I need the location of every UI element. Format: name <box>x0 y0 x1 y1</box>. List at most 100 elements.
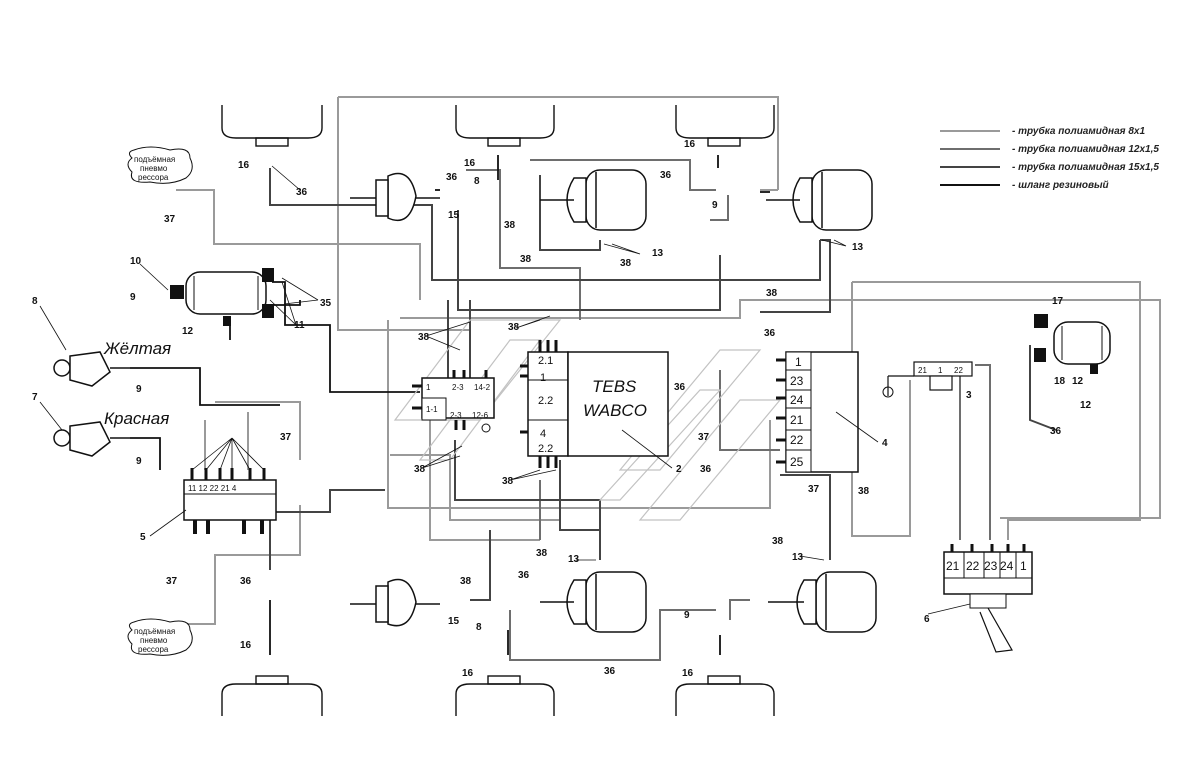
legend-item-1: - трубка полиамидная 8х1 <box>1012 125 1145 137</box>
svg-text:16: 16 <box>684 139 696 150</box>
valve-block-5: 11 12 22 21 4 <box>183 468 277 534</box>
svg-text:38: 38 <box>536 548 548 559</box>
svg-text:15: 15 <box>448 210 460 221</box>
svg-text:38: 38 <box>520 254 532 265</box>
svg-text:18: 18 <box>1054 376 1066 387</box>
svg-text:36: 36 <box>446 172 458 183</box>
relay-valve-block: 1 23 24 21 22 25 <box>776 351 859 473</box>
svg-text:9: 9 <box>130 292 136 303</box>
svg-text:9: 9 <box>712 200 718 211</box>
svg-text:8: 8 <box>476 622 482 633</box>
valve6-port-22: 22 <box>966 559 980 573</box>
air-reservoir-left <box>170 268 274 326</box>
note-bottom: подъёмная пневмо рессора <box>127 618 193 656</box>
svg-text:16: 16 <box>240 640 252 651</box>
svg-text:13: 13 <box>852 242 864 253</box>
coupling-head-red <box>53 421 130 457</box>
brake-chamber-large-top-2 <box>766 169 873 231</box>
callouts: 16 16 16 16 16 16 36 36 36 36 36 36 36 3… <box>32 139 1092 679</box>
svg-text:2-3: 2-3 <box>452 383 464 392</box>
valve-block-3: 21 1 22 <box>882 361 973 398</box>
svg-text:36: 36 <box>700 464 712 475</box>
tebs-port-1: 1 <box>540 372 546 384</box>
svg-text:2-3: 2-3 <box>450 411 462 420</box>
svg-text:38: 38 <box>414 464 426 475</box>
leader-lines <box>39 165 971 615</box>
svg-text:36: 36 <box>240 576 252 587</box>
svg-text:14-2: 14-2 <box>474 383 491 392</box>
lift-axle-valve: 21 22 23 24 1 <box>943 544 1033 653</box>
tebs-port-4: 4 <box>540 428 546 440</box>
valve3-port-1: 1 <box>938 366 943 375</box>
valve3-port-21: 21 <box>918 366 927 375</box>
svg-text:17: 17 <box>1052 296 1064 307</box>
svg-text:рессора: рессора <box>138 173 169 182</box>
svg-text:6: 6 <box>924 614 930 625</box>
valve6-port-21: 21 <box>946 559 960 573</box>
svg-text:35: 35 <box>320 298 332 309</box>
svg-text:3: 3 <box>966 390 972 401</box>
svg-text:12-6: 12-6 <box>472 411 489 420</box>
valve3-port-22: 22 <box>954 366 963 375</box>
svg-text:38: 38 <box>418 332 430 343</box>
legend-item-2: - трубка полиамидная 12х1,5 <box>1012 143 1159 155</box>
svg-text:38: 38 <box>504 220 516 231</box>
svg-text:37: 37 <box>164 214 176 225</box>
svg-text:7: 7 <box>32 392 38 403</box>
svg-text:подъёмная: подъёмная <box>134 155 175 164</box>
svg-text:16: 16 <box>238 160 250 171</box>
modulator-port-21: 21 <box>790 413 804 427</box>
svg-text:16: 16 <box>682 668 694 679</box>
brake-chamber-small-bottom <box>350 578 440 627</box>
modulator-port-25: 25 <box>790 455 804 469</box>
valve6-port-24: 24 <box>1000 559 1014 573</box>
svg-text:36: 36 <box>604 666 616 677</box>
svg-text:11: 11 <box>294 320 305 331</box>
note-top: подъёмная пневмо рессора <box>127 146 193 184</box>
svg-text:10: 10 <box>130 256 142 267</box>
svg-text:13: 13 <box>792 552 804 563</box>
modulator-port-24: 24 <box>790 393 804 407</box>
svg-text:36: 36 <box>660 170 672 181</box>
valve6-port-1: 1 <box>1020 559 1027 573</box>
pipes-15x1-5 <box>269 168 1057 601</box>
svg-text:37: 37 <box>808 484 820 495</box>
brake-chamber-large-bottom-1 <box>540 571 647 633</box>
brake-chamber-small-top <box>350 172 440 222</box>
svg-text:38: 38 <box>502 476 514 487</box>
svg-text:16: 16 <box>462 668 474 679</box>
svg-text:37: 37 <box>166 576 178 587</box>
svg-text:36: 36 <box>674 382 686 393</box>
svg-text:пневмо: пневмо <box>140 636 168 645</box>
svg-text:36: 36 <box>518 570 530 581</box>
svg-text:13: 13 <box>568 554 580 565</box>
svg-text:4: 4 <box>882 438 888 449</box>
brake-chamber-large-top-1 <box>540 169 647 231</box>
wheels-top <box>221 105 775 147</box>
svg-text:38: 38 <box>772 536 784 547</box>
svg-text:9: 9 <box>136 384 142 395</box>
tebs-port-2-2b: 2.2 <box>538 443 553 455</box>
svg-text:подъёмная: подъёмная <box>134 627 175 636</box>
tebs-modulator: TEBS WABCO 2.1 1 2.2 4 2.2 <box>520 340 669 468</box>
svg-text:12: 12 <box>1080 400 1092 411</box>
pipes-12x1-5 <box>466 159 991 661</box>
svg-text:13: 13 <box>652 248 664 259</box>
svg-text:1-1: 1-1 <box>426 405 438 414</box>
legend-item-4: - шланг резиновый <box>1012 180 1109 191</box>
svg-text:37: 37 <box>280 432 292 443</box>
valve5-ports: 11 12 22 21 4 <box>188 484 237 493</box>
modulator-port-1: 1 <box>795 355 802 369</box>
svg-text:37: 37 <box>698 432 710 443</box>
svg-text:38: 38 <box>858 486 870 497</box>
svg-text:2: 2 <box>676 464 682 475</box>
valve6-port-23: 23 <box>984 559 998 573</box>
svg-text:8: 8 <box>474 176 480 187</box>
tebs-port-2-1: 2.1 <box>538 355 553 367</box>
svg-text:8: 8 <box>32 296 38 307</box>
wheels-bottom <box>221 675 775 716</box>
svg-text:36: 36 <box>296 187 308 198</box>
svg-text:1: 1 <box>426 383 431 392</box>
control-block: 1 2-3 14-2 1-1 2-3 12-6 <box>412 370 495 433</box>
